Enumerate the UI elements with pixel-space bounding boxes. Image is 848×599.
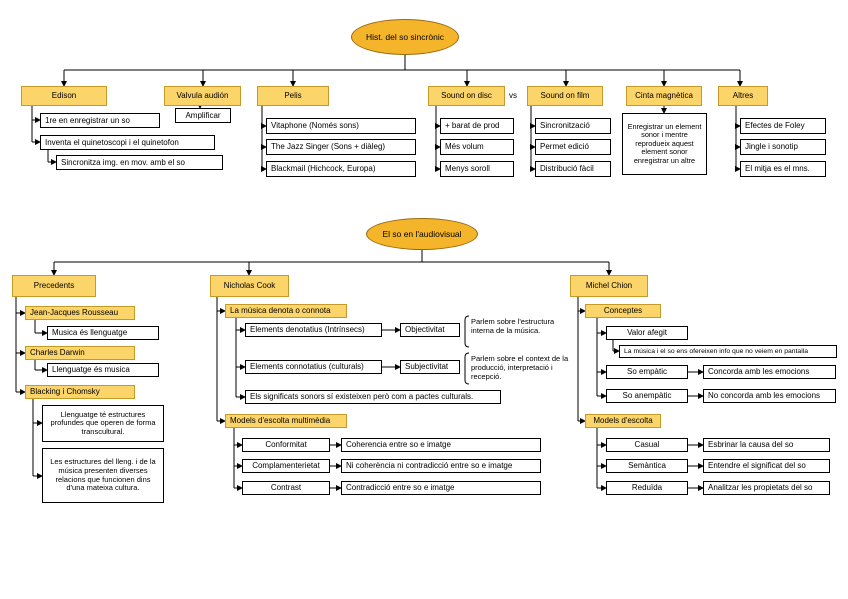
edison-item-1[interactable]: 1re en enregistrar un so <box>40 113 160 128</box>
node-valvula-audion[interactable]: Valvula audión <box>164 86 241 106</box>
chion-valor-item[interactable]: La música i el so ens ofereixen info que… <box>619 345 837 358</box>
chion-escolta-label-1[interactable]: Casual <box>606 438 688 452</box>
cook-significats[interactable]: Els significats sonors sí existeixen per… <box>245 390 501 404</box>
chion-so-anempatic[interactable]: So anempàtic <box>606 389 688 403</box>
altres-item-2[interactable]: Jingle i sonotip <box>740 139 826 155</box>
cook-subjectivitat[interactable]: Subjectivitat <box>400 360 460 374</box>
cook-model-desc-1[interactable]: Coherencia entre so e imatge <box>341 438 541 452</box>
cook-elements-connotatius[interactable]: Elements connotatius (culturals) <box>245 360 382 374</box>
bottom-root-node[interactable]: El so en l'audiovisual <box>366 218 478 250</box>
chion-escolta-desc-2[interactable]: Entendre el significat del so <box>703 459 830 473</box>
vs-label: vs <box>509 91 517 100</box>
top-root-node[interactable]: Hist. del so sincrònic <box>351 19 459 55</box>
node-nicholas-cook[interactable]: Nicholas Cook <box>210 275 289 297</box>
film-item-2[interactable]: Permet edició <box>535 139 611 155</box>
precedent-blacking-chomsky[interactable]: Blacking i Chomsky <box>25 385 135 399</box>
blacking-item-2[interactable]: Les estructures del lleng. i de la músic… <box>42 448 164 503</box>
disc-item-3[interactable]: Menys soroll <box>440 161 514 177</box>
node-pelis[interactable]: Pelis <box>257 86 329 106</box>
chion-valor-afegit[interactable]: Valor afegit <box>606 326 688 340</box>
precedent-darwin[interactable]: Charles Darwin <box>25 346 135 360</box>
valvula-item-1[interactable]: Amplificar <box>175 108 231 123</box>
node-edison[interactable]: Edison <box>21 86 107 106</box>
chion-escolta-label-2[interactable]: Semàntica <box>606 459 688 473</box>
chion-empatic-desc[interactable]: Concorda amb les emocions <box>703 365 836 379</box>
precedent-rousseau[interactable]: Jean-Jacques Rousseau <box>25 306 135 320</box>
cook-model-label-2[interactable]: Complamenterietat <box>242 459 330 473</box>
film-item-3[interactable]: Distribució fàcil <box>535 161 611 177</box>
node-sound-on-disc[interactable]: Sound on disc <box>428 86 505 106</box>
objectivitat-note: Parlem sobre l'estructura interna de la … <box>471 317 555 335</box>
cook-denota-connota[interactable]: La música denota o connota <box>225 304 347 318</box>
node-precedents[interactable]: Precedents <box>12 275 96 297</box>
disc-item-1[interactable]: + barat de prod <box>440 118 514 134</box>
node-sound-on-film[interactable]: Sound on film <box>527 86 603 106</box>
pelis-item-1[interactable]: Vitaphone (Només sons) <box>266 118 416 134</box>
chion-conceptes[interactable]: Conceptes <box>585 304 661 318</box>
altres-item-1[interactable]: Efectes de Foley <box>740 118 826 134</box>
node-michel-chion[interactable]: Michel Chion <box>570 275 648 297</box>
cook-elements-denotatius[interactable]: Elements denotatius (Intrínsecs) <box>245 323 382 337</box>
pelis-item-2[interactable]: The Jazz Singer (Sons + diàleg) <box>266 139 416 155</box>
chion-anempatic-desc[interactable]: No concorda amb les emocions <box>703 389 836 403</box>
edison-item-2[interactable]: Inventa el quinetoscopi i el quinetofon <box>40 135 215 150</box>
rousseau-item[interactable]: Musica és llenguatge <box>47 326 159 340</box>
chion-escolta-desc-1[interactable]: Esbrinar la causa del so <box>703 438 830 452</box>
blacking-item-1[interactable]: Llenguatge té estructures profundes que … <box>42 405 164 442</box>
chion-escolta-label-3[interactable]: Reduïda <box>606 481 688 495</box>
edison-item-3[interactable]: Sincronitza img. en mov. amb el so <box>56 155 223 170</box>
altres-item-3[interactable]: El mitja es el mns. <box>740 161 826 177</box>
cook-model-desc-3[interactable]: Contradicció entre so e imatge <box>341 481 541 495</box>
darwin-item[interactable]: Llenguatge és musica <box>47 363 159 377</box>
cook-model-desc-2[interactable]: Ni coherència ni contradicció entre so e… <box>341 459 541 473</box>
cook-objectivitat[interactable]: Objectivitat <box>400 323 460 337</box>
subjectivitat-note: Parlem sobre el context de la producció,… <box>471 354 569 381</box>
cook-model-label-3[interactable]: Contrast <box>242 481 330 495</box>
node-altres[interactable]: Altres <box>718 86 768 106</box>
chion-models-escolta[interactable]: Models d'escolta <box>585 414 661 428</box>
chion-escolta-desc-3[interactable]: Analitzar les propietats del so <box>703 481 830 495</box>
film-item-1[interactable]: Sincronització <box>535 118 611 134</box>
node-cinta-magnetica[interactable]: Cinta magnètica <box>626 86 702 106</box>
disc-item-2[interactable]: Més volum <box>440 139 514 155</box>
cook-models-escolta[interactable]: Models d'escolta multimèdia <box>225 414 347 428</box>
cinta-description[interactable]: Enregistrar un element sonor i mentre re… <box>622 113 707 175</box>
cook-model-label-1[interactable]: Conformitat <box>242 438 330 452</box>
chion-so-empatic[interactable]: So empàtic <box>606 365 688 379</box>
pelis-item-3[interactable]: Blackmail (Hichcock, Europa) <box>266 161 416 177</box>
